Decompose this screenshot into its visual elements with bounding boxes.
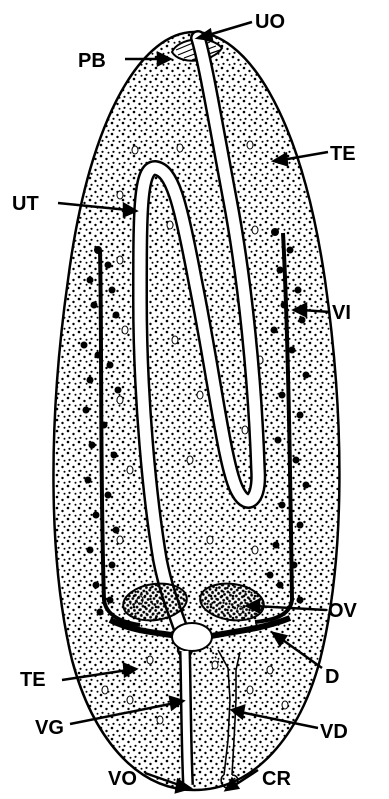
label-vi: VI: [332, 302, 351, 324]
label-uo: UO: [255, 11, 285, 33]
label-pb: PB: [78, 50, 106, 72]
label-vo: VO: [108, 768, 137, 790]
label-cr: CR: [262, 768, 291, 790]
label-vg: VG: [35, 717, 64, 739]
label-te-top: TE: [330, 143, 356, 165]
label-te-bottom: TE: [20, 669, 46, 691]
body: [53, 32, 339, 790]
label-d: D: [325, 666, 339, 688]
label-ut: UT: [12, 193, 39, 215]
label-ov: OV: [328, 600, 358, 622]
receptacle: [172, 623, 212, 651]
label-vd: VD: [320, 721, 348, 743]
vagina: [185, 651, 188, 785]
